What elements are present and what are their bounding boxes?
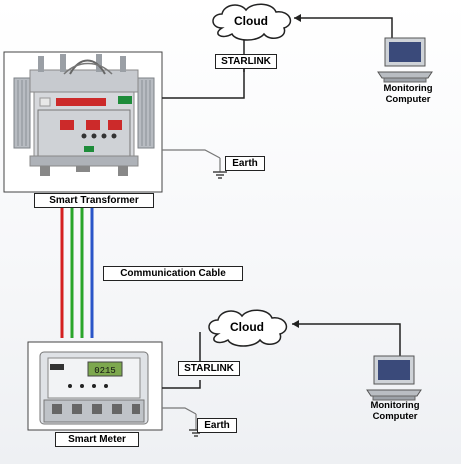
- monitoring-bottom-line1: Monitoring: [370, 400, 420, 411]
- monitoring-computer-bottom-label: Monitoring Computer: [355, 400, 435, 422]
- monitoring-top-line2: Computer: [385, 94, 431, 105]
- cloud-bottom-label: Cloud: [230, 320, 264, 334]
- cloud-top-label: Cloud: [234, 14, 268, 28]
- smart-transformer-label: Smart Transformer: [34, 193, 154, 208]
- smart-meter-label: Smart Meter: [55, 432, 139, 447]
- earth-bottom-label: Earth: [197, 418, 237, 433]
- transformer-image: [13, 54, 155, 176]
- monitoring-computer-bottom-icon: [366, 355, 422, 401]
- cloud-top-shape: [212, 3, 292, 41]
- cloud-monitor-connection-bottom: [292, 320, 401, 358]
- starlink-top-label: STARLINK: [215, 54, 277, 69]
- starlink-bottom-label: STARLINK: [178, 361, 240, 376]
- monitoring-computer-top-label: Monitoring Computer: [368, 83, 448, 105]
- cloud-monitor-connection-top: [294, 14, 393, 40]
- communication-wires: [60, 205, 94, 338]
- meter-image: 0215: [39, 351, 149, 425]
- monitoring-bottom-line2: Computer: [372, 411, 418, 422]
- monitoring-top-line1: Monitoring: [383, 83, 433, 94]
- earth-symbol-top: [162, 149, 227, 179]
- monitoring-computer-top-icon: [377, 37, 433, 83]
- meter-display: 0215: [94, 366, 116, 376]
- earth-top-label: Earth: [225, 156, 265, 171]
- communication-cable-label: Communication Cable: [103, 266, 243, 281]
- cloud-bottom-shape: [208, 309, 288, 347]
